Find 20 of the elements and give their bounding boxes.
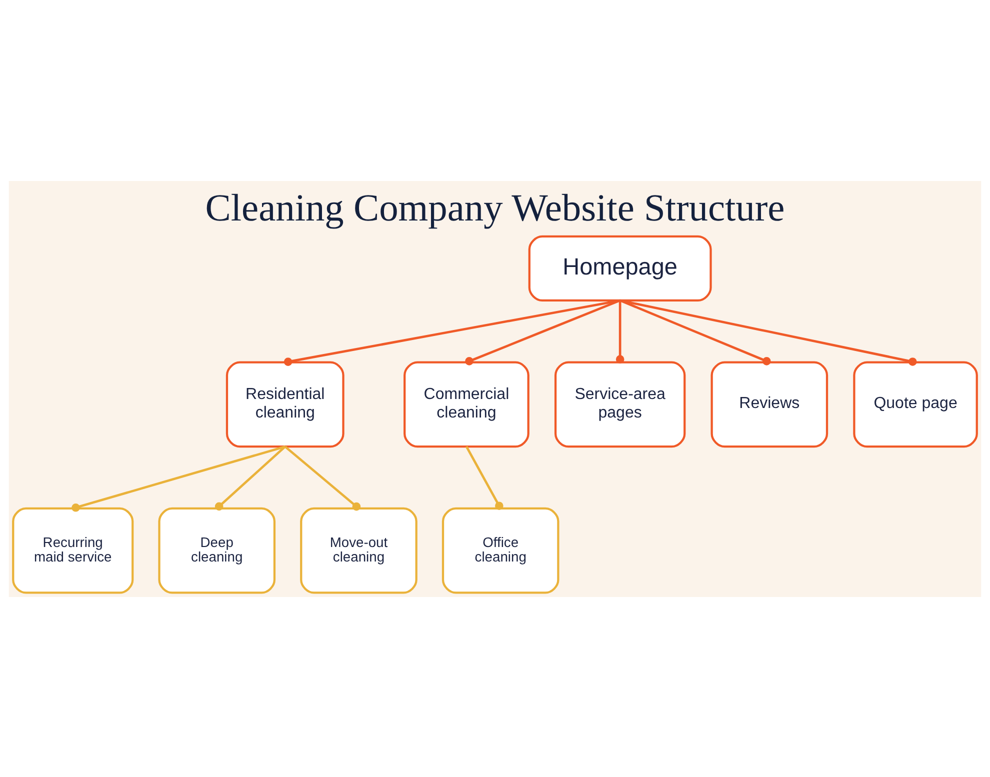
connector bbox=[465, 446, 504, 510]
node-box: Quote page bbox=[853, 360, 978, 448]
connector bbox=[284, 445, 361, 510]
node-box: Recurring maid service bbox=[12, 506, 134, 594]
node-box: Service-area pages bbox=[554, 360, 686, 448]
node-box: Residential cleaning bbox=[226, 360, 344, 448]
connector bbox=[72, 444, 286, 512]
connector bbox=[620, 298, 771, 365]
connector bbox=[616, 300, 624, 363]
node-box: Move-out cleaning bbox=[300, 506, 418, 594]
node-box: Commercial cleaning bbox=[404, 360, 530, 448]
node-box: Office cleaning bbox=[442, 506, 560, 594]
diagram-title: Cleaning Company Website Structure bbox=[205, 186, 785, 229]
node-box: Homepage bbox=[528, 234, 712, 302]
node-box: Deep cleaning bbox=[158, 506, 276, 594]
connector bbox=[620, 298, 917, 366]
node-box: Reviews bbox=[710, 360, 828, 448]
connector bbox=[284, 298, 620, 366]
connector bbox=[465, 298, 620, 365]
connector bbox=[214, 445, 286, 510]
